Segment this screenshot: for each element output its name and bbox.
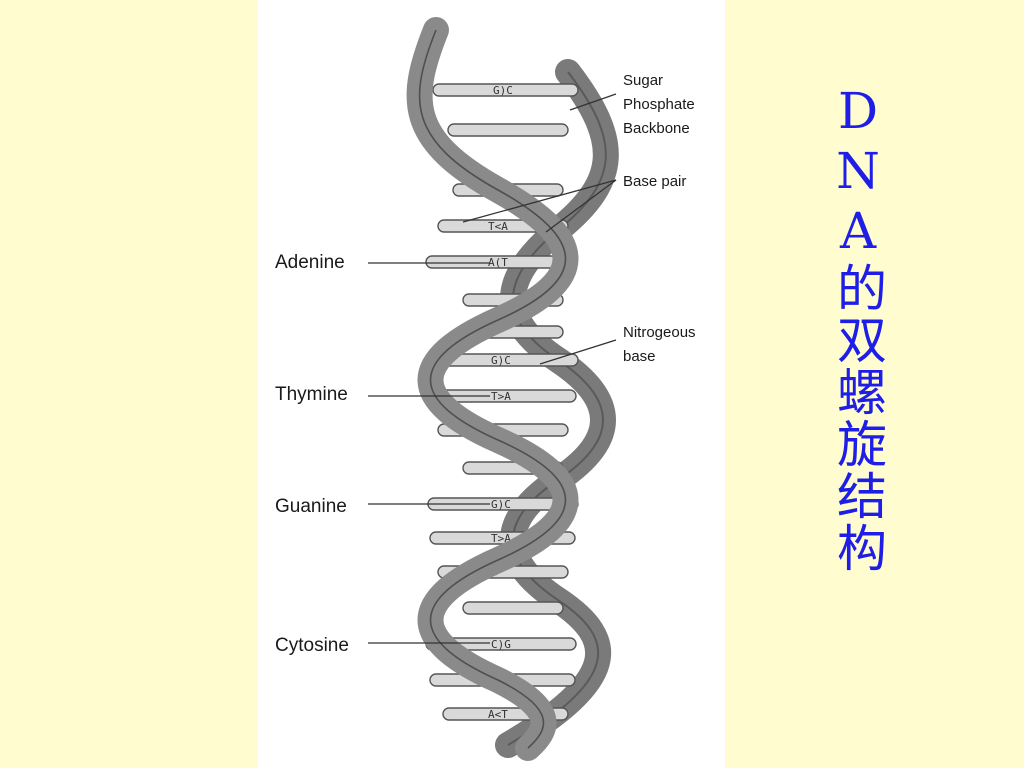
cytosine-label: Cytosine [275, 635, 349, 656]
base-pair-letter: G)C [491, 354, 511, 367]
sugar-label-line3: Backbone [623, 120, 690, 137]
nitrogeous-base-label: Nitrogeous base [623, 324, 700, 365]
base-pair-label: Base pair [623, 173, 686, 190]
slide-title: DNA的双螺旋结构 [829, 82, 887, 574]
base-pair-letter: T>A [491, 532, 511, 545]
thymine-label: Thymine [275, 384, 348, 405]
dna-diagram-panel: G)C G)C T<A A(T G)C T>A A< G)C T>A A< C)… [258, 0, 725, 768]
base-pair-letter: A(T [488, 256, 508, 269]
leader-lines [368, 93, 617, 644]
base-pair-leader-lower [545, 179, 617, 233]
backbone-strand-back-shade [507, 71, 607, 746]
guanine-label: Guanine [275, 496, 347, 517]
base-pair-letter: G)C [493, 84, 513, 97]
nitro-label-line1: Nitrogeous [623, 324, 696, 341]
sugar-label-line2: Phosphate [623, 96, 695, 113]
backbone-strand-front-edge [418, 29, 567, 749]
base-pair-bar [432, 83, 579, 97]
dna-helix-diagram: G)C G)C T<A A(T G)C T>A A< G)C T>A A< C)… [275, 17, 700, 761]
base-pair-letter: T<A [488, 220, 508, 233]
base-pair-letter: A<T [488, 708, 508, 721]
base-pair-leader-upper [462, 179, 617, 223]
sugar-label-line1: Sugar [623, 72, 663, 89]
nitrogeous-base-leader [539, 339, 617, 365]
base-pair-letter: C)G [491, 638, 511, 651]
nitro-label-line2: base [623, 348, 656, 365]
adenine-label: Adenine [275, 252, 345, 273]
base-pair-letter: G)C [491, 498, 511, 511]
sugar-phosphate-backbone-label: Sugar Phosphate Backbone [623, 72, 699, 137]
base-pair-letter: T>A [491, 390, 511, 403]
sugar-backbone-leader [569, 93, 617, 111]
base-pair-bar [462, 601, 564, 615]
base-pair-bar [447, 123, 569, 137]
